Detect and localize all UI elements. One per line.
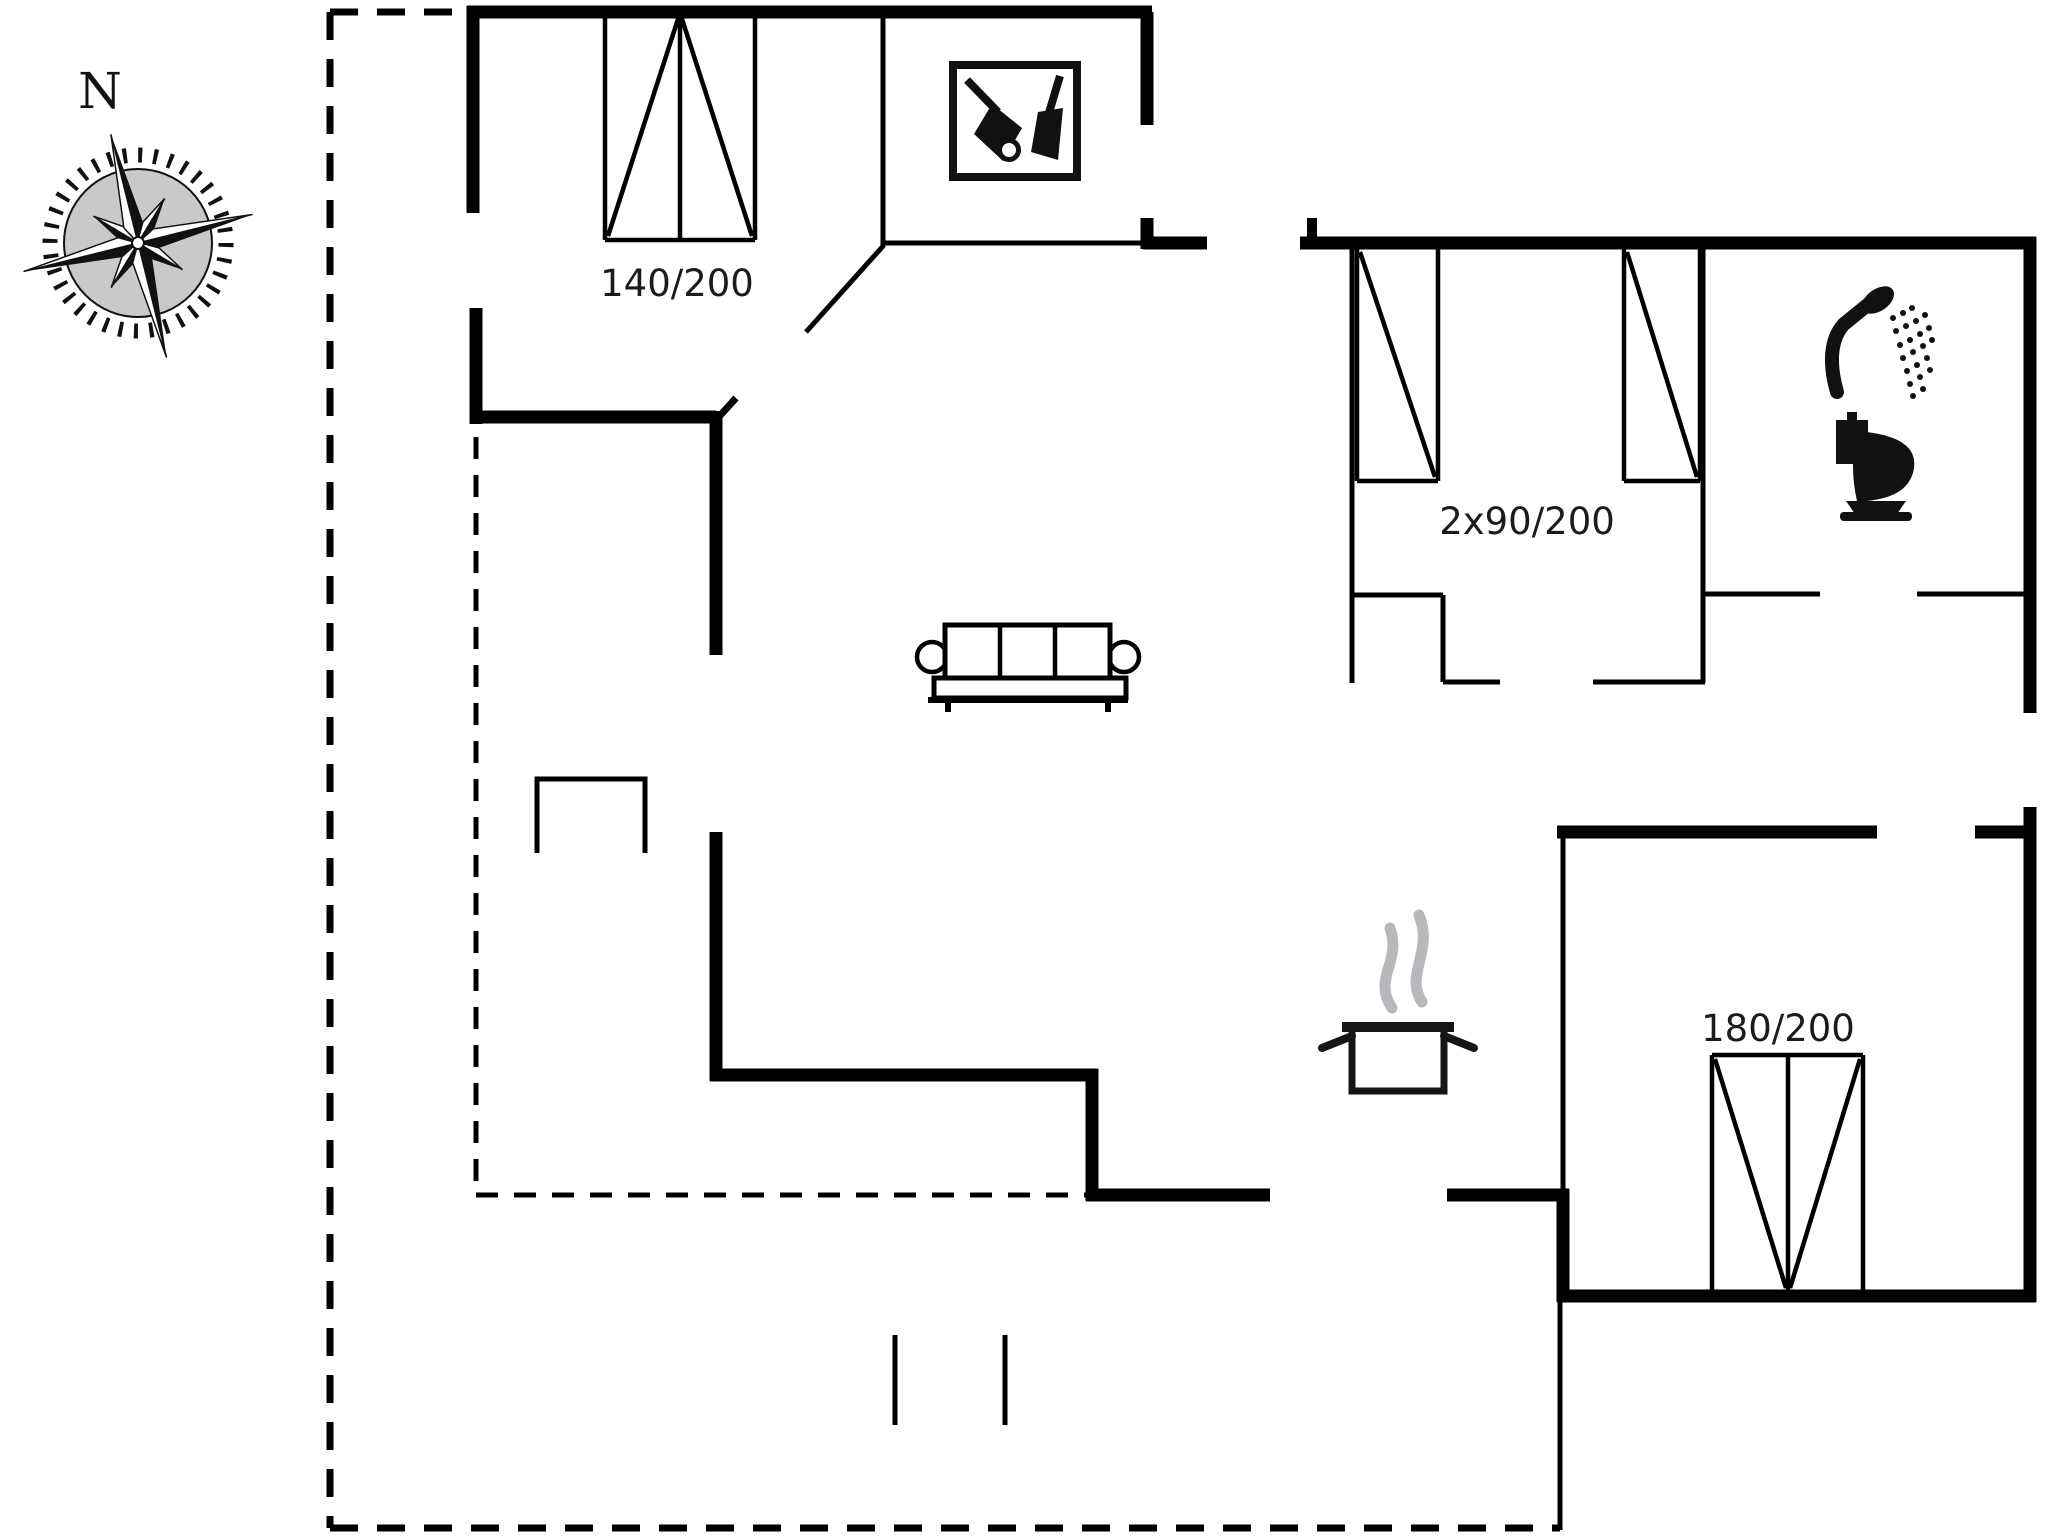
bed-diagonal: [1712, 1058, 1789, 1289]
cooking-pot-steam-icon: [1318, 909, 1478, 1095]
compass-star: [23, 134, 253, 358]
shower-hose: [1825, 296, 1877, 399]
bed-diagonal: [678, 15, 755, 237]
bed-180x200: [1709, 1052, 1866, 1292]
toilet-icon: [1836, 412, 1915, 521]
bed-diagonal: [1357, 251, 1438, 478]
steam-wisp: [1379, 922, 1399, 1014]
bed-diagonal: [605, 15, 682, 237]
thick-walls: [466, 5, 2037, 1303]
bed-140x200: [602, 12, 758, 243]
wall-corner-notch: [713, 395, 739, 423]
thin-walls: [534, 12, 2032, 1530]
toilet-button: [1847, 412, 1857, 422]
tool-handle: [1044, 74, 1064, 118]
compass-north-label: N: [78, 62, 122, 120]
bed-diagonal: [1787, 1058, 1863, 1289]
sofa-seat: [931, 675, 1129, 701]
bed2-size-label: 2x90/200: [1439, 500, 1615, 543]
niche-outline: [534, 776, 648, 853]
bed1-size-label: 140/200: [600, 262, 754, 305]
sofa-arm-right: [1106, 639, 1142, 675]
wall-diagonal-opening: [804, 243, 886, 334]
toilet-base: [1840, 512, 1912, 521]
toilet-bowl: [1853, 432, 1915, 501]
fireplace-tools-box-icon: [949, 61, 1081, 181]
toilet-pedestal: [1846, 501, 1906, 514]
shower-icon: [1825, 286, 1935, 399]
pot-body: [1348, 1023, 1448, 1095]
pot-handle-right: [1440, 1032, 1478, 1052]
bed-diagonal: [1624, 251, 1700, 478]
shower-spray: [1890, 305, 1935, 399]
steam-wisp: [1410, 909, 1429, 1008]
bed3-size-label: 180/200: [1701, 1007, 1855, 1050]
compass-rose-icon: [23, 134, 253, 358]
twin-beds-2x90x200: [1354, 248, 1703, 484]
terrace-dashed-boundary: [326, 8, 1560, 1532]
compass-tick-ring: [42, 147, 234, 339]
tool-ring: [997, 138, 1021, 162]
sofa-backrest: [942, 622, 1113, 685]
pot-handle-left: [1318, 1032, 1356, 1052]
tool-blade: [1031, 108, 1063, 160]
compass-hub: [131, 236, 145, 250]
interior-dashed-line: [473, 437, 1086, 1198]
sofa-icon: [914, 622, 1142, 712]
shower-head: [1861, 286, 1895, 314]
